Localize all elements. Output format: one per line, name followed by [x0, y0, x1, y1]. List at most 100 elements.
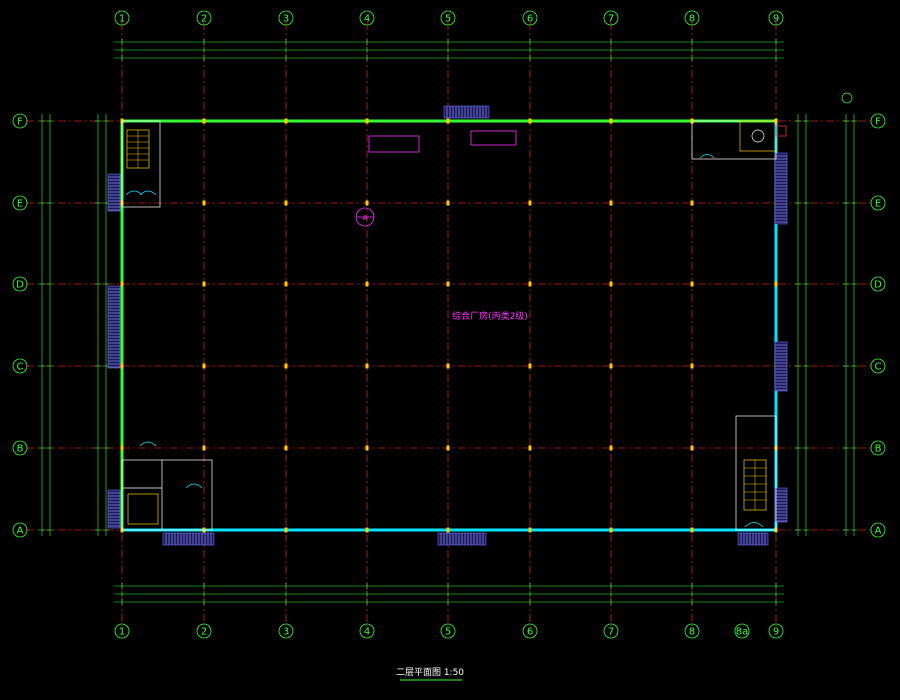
annotations	[355, 130, 517, 227]
window-frame	[162, 532, 215, 546]
axis-bubble-top-4: 4	[359, 10, 375, 26]
axis-bubble-left-D: D	[12, 276, 28, 292]
column-marker	[446, 363, 450, 369]
column-marker	[284, 445, 288, 451]
column-marker	[690, 281, 694, 287]
column-marker	[202, 200, 206, 206]
axis-bubble-top-6-label: 6	[527, 14, 533, 25]
column-marker	[528, 200, 532, 206]
axis-bubble-right-A: A	[870, 522, 886, 538]
axis-bubble-left-A-label: A	[17, 526, 24, 537]
window-frame	[443, 105, 490, 119]
axis-bubble-bottom-7-circle	[603, 623, 619, 639]
axis-bubble-top-3: 3	[278, 10, 294, 26]
column-marker	[120, 281, 124, 287]
column-marker	[365, 445, 369, 451]
axis-bubble-right-C: C	[870, 358, 886, 374]
axis-bubble-top-6: 6	[522, 10, 538, 26]
axis-bubble-top-9-label: 9	[773, 14, 779, 25]
axis-bubble-top-8-label: 8	[689, 14, 695, 25]
axis-bubble-right-B-circle	[870, 440, 886, 456]
window-frame	[107, 489, 121, 529]
axis-bubble-right-D: D	[870, 276, 886, 292]
axis-bubble-top-5-label: 5	[445, 14, 451, 25]
column-marker	[284, 118, 288, 124]
column-marker	[446, 200, 450, 206]
axis-bubble-top-7-label: 7	[608, 14, 614, 25]
window-frame	[774, 487, 788, 523]
axis-bubble-right-F-circle	[870, 113, 886, 129]
axis-bubble-top-4-circle	[359, 10, 375, 26]
axis-bubble-top-7-circle	[603, 10, 619, 26]
axis-bubble-bottom-8: 8	[684, 623, 700, 639]
room-northeast	[691, 92, 853, 160]
axis-bubble-right-D-label: D	[874, 280, 882, 291]
axis-bubble-bottom-7-label: 7	[608, 627, 614, 638]
axis-bubble-bottom-9: 9	[768, 623, 784, 639]
axis-bubble-bottom-2-label: 2	[201, 627, 207, 638]
column-marker	[202, 445, 206, 451]
window-vertical	[107, 489, 121, 529]
section-marker-label: A	[363, 214, 368, 222]
axis-bubble-top-5: 5	[440, 10, 456, 26]
column-marker	[284, 527, 288, 533]
annotation-box-right	[470, 130, 517, 146]
axis-bubble-bottom-5-label: 5	[445, 627, 451, 638]
axis-bubble-bottom-3-circle	[278, 623, 294, 639]
axis-bubble-bottom-2: 2	[196, 623, 212, 639]
axis-bubble-left-E: E	[12, 195, 28, 211]
column-marker	[202, 281, 206, 287]
axis-bubble-top-2-label: 2	[201, 14, 207, 25]
window-vertical	[774, 487, 788, 523]
axis-bubble-left-F: F	[12, 113, 28, 129]
column-marker	[528, 118, 532, 124]
axis-bubble-left-F-circle	[12, 113, 28, 129]
axis-bubble-top-1-label: 1	[119, 14, 125, 25]
axis-bubble-left-C: C	[12, 358, 28, 374]
rooms-southwest	[121, 441, 213, 531]
column-marker	[446, 445, 450, 451]
axis-bubble-top-2: 2	[196, 10, 212, 26]
column-marker	[365, 363, 369, 369]
axis-bubble-right-B: B	[870, 440, 886, 456]
axis-bubble-bottom-6-label: 6	[527, 627, 533, 638]
axis-bubble-bottom-4-circle	[359, 623, 375, 639]
window-vertical	[774, 341, 788, 392]
window-horizontal	[437, 532, 487, 546]
axis-bubble-bottom-3: 3	[278, 623, 294, 639]
axis-bubble-right-A-circle	[870, 522, 886, 538]
column-marker	[202, 118, 206, 124]
axis-bubble-bottom-7: 7	[603, 623, 619, 639]
axis-bubble-right-F: F	[870, 113, 886, 129]
column-marker	[609, 200, 613, 206]
axis-bubble-top-1: 1	[114, 10, 130, 26]
column-marker	[284, 200, 288, 206]
column-marker	[609, 527, 613, 533]
axis-bubble-left-B: B	[12, 440, 28, 456]
window-frame	[107, 173, 121, 212]
column-marker	[528, 445, 532, 451]
axis-bubble-left-B-circle	[12, 440, 28, 456]
axis-bubble-bottom-extra: 8a	[734, 623, 750, 639]
column-marker	[365, 281, 369, 287]
axis-bubble-top-3-label: 3	[283, 14, 289, 25]
axis-bubble-bottom-5: 5	[440, 623, 456, 639]
window-horizontal	[162, 532, 215, 546]
axis-bubble-left-D-label: D	[16, 280, 24, 291]
axis-bubble-bottom-5-circle	[440, 623, 456, 639]
axis-bubble-right-A-label: A	[875, 526, 882, 537]
axis-bubble-left-B-label: B	[17, 444, 24, 455]
column-marker	[609, 363, 613, 369]
axis-bubble-top-9: 9	[768, 10, 784, 26]
axis-bubble-bottom-1-circle	[114, 623, 130, 639]
axis-bubble-right-E-circle	[870, 195, 886, 211]
axis-bubble-right-B-label: B	[875, 444, 882, 455]
axis-bubble-left-C-circle	[12, 358, 28, 374]
column-marker	[528, 527, 532, 533]
column-marker	[528, 363, 532, 369]
axis-bubble-left-C-label: C	[17, 362, 24, 373]
axis-bubble-top-8-circle	[684, 10, 700, 26]
axis-bubble-right-E: E	[870, 195, 886, 211]
